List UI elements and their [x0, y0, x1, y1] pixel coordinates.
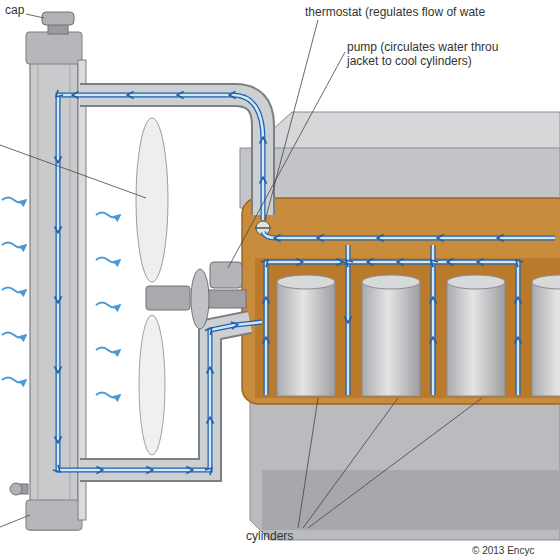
part-label: cylinders: [246, 529, 293, 543]
fan: [136, 118, 190, 455]
air-flow: [2, 333, 26, 338]
coolant-flow: [266, 262, 348, 395]
radiator-cap: [42, 12, 74, 25]
radiator: [70, 64, 71, 500]
engine-block: [250, 112, 560, 150]
engine-block: [250, 400, 560, 540]
air-flow: [96, 213, 120, 218]
leader-line: [265, 20, 318, 221]
water-jacket: [255, 258, 560, 398]
cylinder: [532, 275, 560, 289]
coolant-flow: [433, 245, 518, 395]
leader-line: [228, 52, 345, 268]
copyright-note: © 2013 Encyc: [472, 544, 534, 558]
coolant-flow: [58, 95, 263, 470]
leader-line: [0, 14, 482, 528]
leader-line: [308, 398, 482, 528]
air-flow: [2, 288, 26, 293]
radiator: [30, 40, 78, 530]
radiator: [78, 60, 86, 520]
radiator: [38, 64, 39, 500]
air-flow: [2, 198, 120, 398]
part-label: thermostat (regulates flow of wate: [305, 5, 485, 19]
cylinder: [532, 282, 560, 396]
drain-plug: [10, 483, 22, 495]
water-pump: [191, 269, 209, 329]
air-flow: [2, 198, 26, 203]
air-flow: [2, 243, 26, 248]
thermostat: [255, 227, 271, 229]
leader-line: [26, 14, 44, 18]
radiator-cap: [42, 12, 74, 34]
air-flow: [96, 348, 120, 353]
part-label: cap: [5, 3, 24, 17]
engine-block: [240, 112, 560, 540]
radiator-hose: [80, 95, 263, 215]
engine-block: [262, 470, 560, 530]
part-label: pump (circulates water throu jacket to c…: [347, 40, 532, 68]
coolant-flow: [263, 232, 555, 238]
coolant-flow: [348, 245, 433, 395]
cylinder: [277, 282, 335, 396]
cylinder: [362, 282, 420, 396]
cylinder: [447, 275, 505, 289]
water-pump: [210, 262, 242, 288]
leader-line: [0, 145, 146, 198]
water-jacket: [242, 198, 560, 404]
air-flow: [96, 303, 120, 308]
fan: [136, 118, 168, 282]
radiator: [26, 32, 82, 64]
coolant-flow: [263, 232, 555, 238]
water-jacket: [242, 198, 560, 404]
coolant-flow: [348, 245, 433, 395]
fan: [139, 315, 165, 455]
air-flow: [96, 258, 120, 263]
cylinder: [362, 275, 420, 289]
air-flow: [96, 393, 120, 398]
leader-line: [303, 398, 398, 528]
leader-line: [298, 398, 318, 528]
radiator: [26, 500, 82, 530]
cylinder: [277, 275, 335, 289]
coolant-flow: [266, 262, 348, 395]
radiator-hose: [80, 95, 263, 470]
coolant-flow: [433, 245, 518, 395]
radiator-hose: [80, 95, 263, 215]
air-flow: [2, 378, 26, 383]
coolant-flow: [58, 95, 555, 470]
drain-plug: [10, 483, 28, 495]
fan: [146, 286, 190, 310]
leader-line: [0, 515, 30, 527]
coolant-flow: [58, 95, 263, 470]
cylinder: [447, 282, 505, 396]
water-pump: [191, 262, 246, 329]
